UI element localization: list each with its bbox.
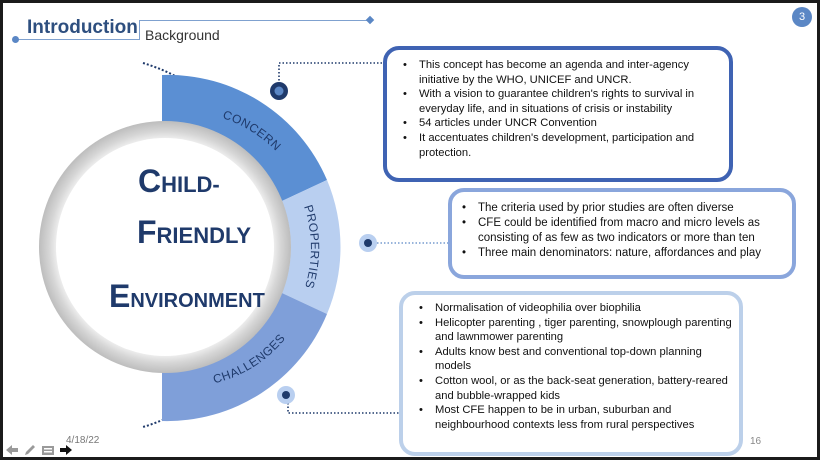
page-title: Introduction bbox=[27, 17, 138, 38]
slide-page-number: 16 bbox=[750, 436, 762, 447]
node-properties-inner bbox=[364, 239, 372, 247]
svg-text:PROPERTIES: PROPERTIES bbox=[301, 203, 322, 290]
list-item: With a vision to guarantee children's ri… bbox=[397, 87, 721, 116]
list-item: CFE could be identified from macro and m… bbox=[456, 216, 786, 246]
list-item: This concept has become an agenda and in… bbox=[397, 58, 721, 87]
list-item: Normalisation of videophilia over biophi… bbox=[413, 301, 733, 316]
cfe-line-3-rest: NVIRONMENT bbox=[130, 290, 265, 312]
cfe-line-2-initial: F bbox=[137, 214, 157, 250]
list-item: The criteria used by prior studies are o… bbox=[456, 201, 786, 216]
center-circle bbox=[56, 138, 274, 356]
segment-concern bbox=[162, 74, 327, 201]
properties-box: The criteria used by prior studies are o… bbox=[448, 188, 796, 279]
concern-box: This concept has become an agenda and in… bbox=[383, 46, 733, 182]
cfe-diagram: CONCERN PROPERTIES CHALLENGES bbox=[39, 62, 448, 428]
challenges-box: Normalisation of videophilia over biophi… bbox=[399, 291, 743, 456]
pointer-icon[interactable] bbox=[59, 443, 73, 457]
pen-icon[interactable] bbox=[23, 443, 37, 457]
title-dot bbox=[12, 36, 19, 43]
list-item: 54 articles under UNCR Convention bbox=[397, 116, 721, 131]
cfe-line-1-initial: C bbox=[138, 163, 162, 199]
segment-properties bbox=[282, 180, 341, 314]
list-item: Helicopter parenting , tiger parenting, … bbox=[413, 316, 733, 345]
cfe-line-3: ENVIRONMENT bbox=[109, 278, 265, 315]
challenges-list: Normalisation of videophilia over biophi… bbox=[403, 295, 739, 432]
node-concern-inner bbox=[274, 86, 284, 96]
concern-list: This concept has become an agenda and in… bbox=[387, 50, 729, 160]
segment-challenges bbox=[162, 293, 327, 422]
list-item: Cotton wool, or as the back-seat generat… bbox=[413, 374, 733, 403]
slide-date: 4/18/22 bbox=[66, 435, 100, 446]
slide: Introduction Background 3 CONCERN bbox=[3, 3, 817, 457]
list-item: Most CFE happen to be in urban, suburban… bbox=[413, 403, 733, 432]
properties-list: The criteria used by prior studies are o… bbox=[452, 192, 792, 261]
cfe-line-1-rest: HILD- bbox=[161, 172, 220, 197]
title-underline bbox=[15, 39, 139, 40]
list-item: Three main denominators: nature, afforda… bbox=[456, 246, 786, 261]
subtitle-rule bbox=[139, 20, 371, 21]
cfe-line-2: FRIENDLY bbox=[137, 214, 251, 251]
cfe-line-3-initial: E bbox=[109, 278, 131, 314]
cfe-line-1: CHILD- bbox=[138, 163, 220, 200]
connector-challenges bbox=[287, 396, 399, 414]
slide-number-badge: 3 bbox=[792, 7, 812, 27]
arrow-left-icon[interactable] bbox=[5, 443, 19, 457]
segment-label-properties: PROPERTIES bbox=[301, 203, 321, 290]
node-challenges-inner bbox=[282, 391, 290, 399]
cfe-line-2-rest: RIENDLY bbox=[156, 223, 252, 248]
list-item: Adults know best and conventional top-do… bbox=[413, 345, 733, 374]
page-subtitle: Background bbox=[145, 27, 220, 43]
slides-icon[interactable] bbox=[41, 443, 55, 457]
title-separator bbox=[139, 20, 140, 40]
list-item: It accentuates children's development, p… bbox=[397, 131, 721, 160]
connector-concern bbox=[278, 62, 383, 91]
